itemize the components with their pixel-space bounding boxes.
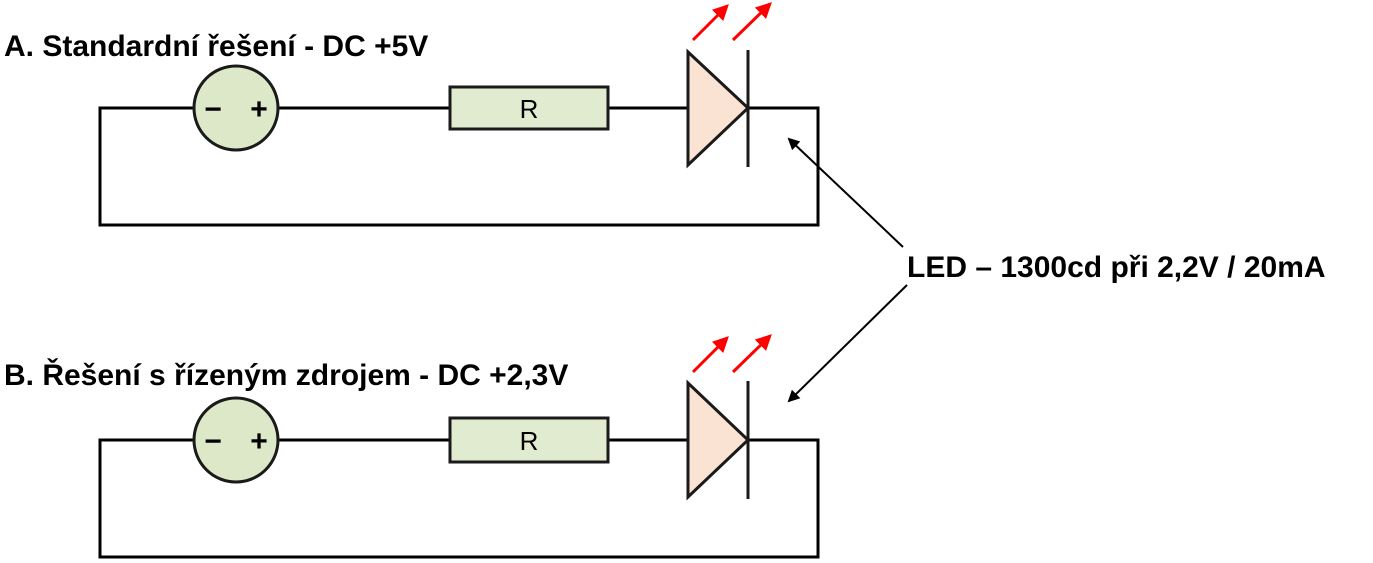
circuit-a-title: A. Standardní řešení - DC +5V [4,30,428,63]
led-pointer-arrow-b [787,284,908,403]
circuit-a-wire-loop [98,106,820,227]
circuit-b-source-plus: + [250,425,268,458]
circuit-b: B. Řešení s řízeným zdrojem - DC +2,3V −… [4,334,820,559]
circuit-b-source-minus: − [204,425,222,458]
circuit-b-wire-loop [98,438,820,559]
circuit-b-light-arrow-2 [731,334,772,374]
circuit-b-resistor: R [448,416,610,464]
circuit-b-resistor-label: R [520,426,539,456]
circuit-a-resistor-label: R [520,94,539,124]
led-pointer-arrow-a [787,137,904,248]
circuit-a-resistor: R [448,85,610,131]
circuit-b-title: B. Řešení s řízeným zdrojem - DC +2,3V [4,358,568,392]
circuit-b-dc-source: − + [192,396,280,484]
led-label: LED – 1300cd při 2,2V / 20mA [907,251,1326,284]
circuit-a: A. Standardní řešení - DC +5V − + R [4,2,820,227]
led-annotation: LED – 1300cd při 2,2V / 20mA [787,137,1326,403]
circuit-b-light-arrow-1 [691,336,729,374]
circuit-a-source-minus: − [204,93,222,126]
circuit-a-source-plus: + [250,93,268,126]
circuit-a-dc-source: − + [192,64,280,152]
circuit-b-led [686,334,772,501]
circuit-a-light-arrow-1 [691,4,729,42]
circuit-a-light-arrow-2 [731,2,772,42]
circuit-a-led [686,2,772,169]
